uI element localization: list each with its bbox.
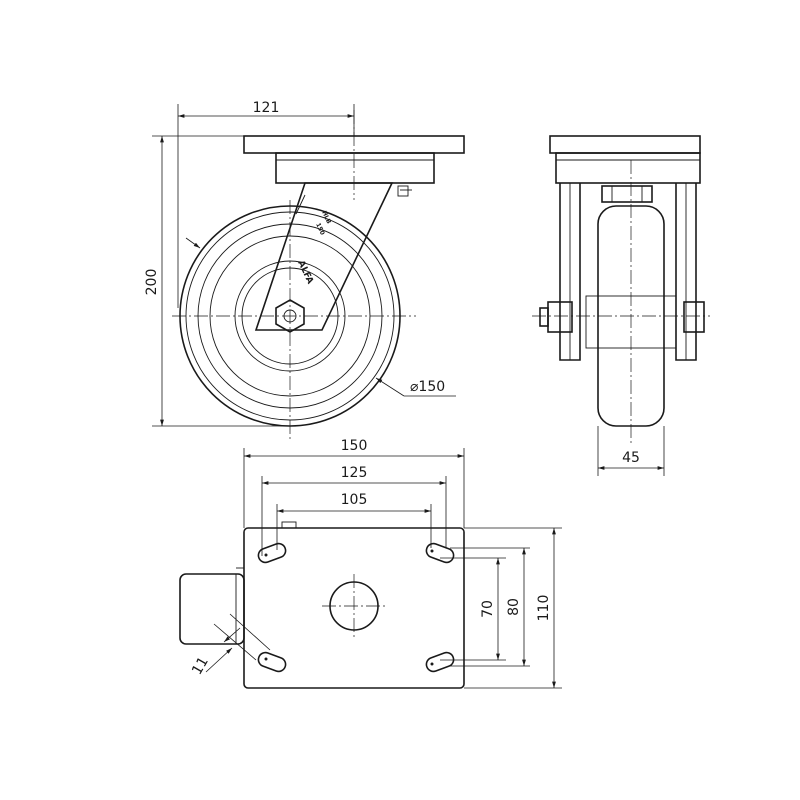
plan-view: 150 125 105 70 80 110 11	[179, 438, 562, 689]
dim-plan-125-label: 125	[341, 465, 368, 481]
dim-slot-11-label: 11	[189, 654, 212, 677]
swivel-housing	[275, 152, 435, 184]
dim-plan-110-label: 110	[536, 595, 552, 622]
grease-nipple	[397, 185, 409, 197]
dim-200-label: 200	[144, 269, 160, 296]
dim-diameter-label: ⌀150	[410, 379, 445, 395]
dim-45-label: 45	[622, 450, 640, 466]
plan-slot-bottom-right	[425, 651, 455, 673]
dim-121-label: 121	[253, 100, 280, 116]
dim-plan-70-label: 70	[480, 600, 496, 618]
fork-marking-line2: 150	[314, 222, 326, 236]
end-housing	[555, 152, 701, 184]
plan-grease-tab	[281, 521, 297, 529]
end-top-plate	[549, 135, 701, 154]
plan-side-block	[179, 573, 245, 645]
end-view: 45	[532, 135, 710, 476]
dim-plan-150-label: 150	[341, 438, 368, 454]
end-axle-nut-right	[683, 301, 705, 333]
plan-slot-top-right	[425, 542, 455, 564]
dim-plan-80-label: 80	[506, 598, 522, 616]
plan-slot-bottom-left	[257, 651, 287, 673]
fork-leg	[254, 182, 394, 331]
end-kingbolt-nut	[601, 185, 653, 203]
plan-slot-top-left	[257, 542, 287, 564]
side-view: HLB 150 ALFA 121 200 ⌀150	[144, 100, 465, 440]
dim-plan-105-label: 105	[341, 492, 368, 508]
fork-brand-logo: ALFA	[295, 259, 315, 286]
